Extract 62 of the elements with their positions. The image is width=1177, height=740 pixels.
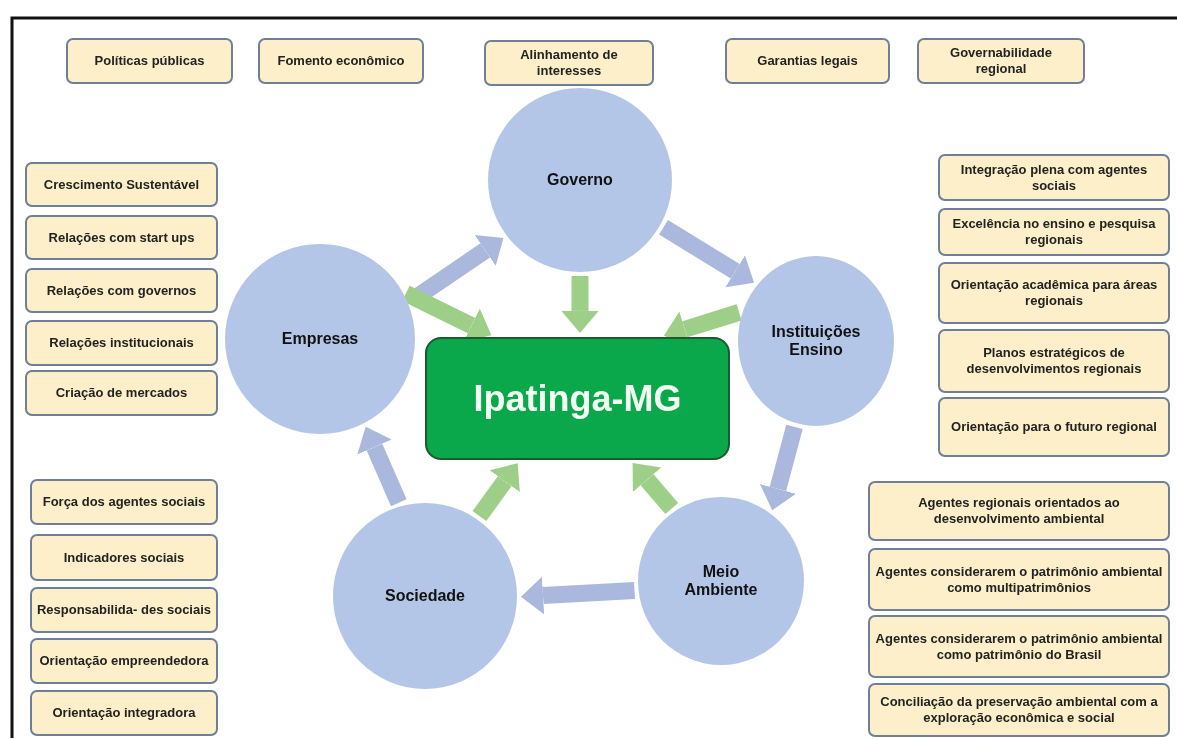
node-label: Relações com start ups xyxy=(48,229,195,246)
node-label: Sociedade xyxy=(385,587,465,605)
node-label: Empresas xyxy=(281,330,359,348)
node-label: Políticas públicas xyxy=(94,53,205,69)
attribute-card xyxy=(30,690,218,736)
node-label: Governabilidade regional xyxy=(949,45,1053,77)
node-label: Agentes regionais orientados ao desenvolvimento ambiental xyxy=(917,495,1121,527)
node-label: Crescimento Sustentável xyxy=(43,176,200,193)
attribute-card xyxy=(30,534,218,581)
node-label: Orientação empreendedora xyxy=(39,653,209,669)
block-arrow xyxy=(521,576,635,615)
attribute-card xyxy=(938,208,1170,256)
node-label: Indicadores sociais xyxy=(63,549,185,566)
attribute-card xyxy=(25,268,218,313)
block-arrow xyxy=(659,220,755,288)
node-label: Força dos agentes sociais xyxy=(42,494,206,510)
attribute-card xyxy=(725,38,890,84)
block-arrow xyxy=(759,424,803,511)
attribute-card xyxy=(938,262,1170,324)
attribute-card xyxy=(25,320,218,366)
attribute-card xyxy=(25,215,218,260)
block-arrow xyxy=(357,426,407,507)
attribute-card xyxy=(25,370,218,416)
attribute-card xyxy=(938,329,1170,393)
attribute-card xyxy=(66,38,233,84)
node-label: Excelência no ensino e pesquisa regionais xyxy=(951,216,1157,248)
node-label: Governo xyxy=(547,171,613,189)
node-label: Meio Ambiente xyxy=(683,563,759,599)
attribute-card xyxy=(258,38,424,84)
center-box xyxy=(425,337,730,460)
attribute-card xyxy=(30,638,218,684)
node-label: Orientação para o futuro regional xyxy=(951,419,1157,435)
attribute-card xyxy=(868,481,1170,541)
node-label: Conciliação da preservação ambiental com a exploração econômica e social xyxy=(879,694,1159,726)
attribute-card xyxy=(30,479,218,525)
attribute-card xyxy=(30,587,218,633)
block-arrow xyxy=(561,276,599,333)
attribute-card xyxy=(938,397,1170,457)
attribute-card xyxy=(868,615,1170,678)
node-label: Fomento econômico xyxy=(277,53,405,69)
node-label: Alinhamento de interesses xyxy=(519,47,619,79)
node-label: Responsabilida- des sociais xyxy=(36,602,212,618)
attribute-card xyxy=(25,162,218,207)
attribute-card xyxy=(484,40,654,86)
attribute-card xyxy=(938,154,1170,201)
block-arrow xyxy=(472,463,520,522)
node-label: Orientação integradora xyxy=(52,705,196,721)
attribute-card xyxy=(868,548,1170,611)
node-label: Relações com governos xyxy=(46,282,197,299)
node-label: Agentes considerarem o patrimônio ambiental como patrimônio do Brasil xyxy=(874,630,1164,663)
node-label: Garantias legais xyxy=(757,53,858,69)
node-label: Criação de mercados xyxy=(55,385,188,401)
node-label: Instituições Ensino xyxy=(770,323,862,359)
attribute-card xyxy=(917,38,1085,84)
attribute-card xyxy=(868,683,1170,737)
node-label: Orientação acadêmica para áreas regionais xyxy=(949,277,1159,309)
node-label: Relações institucionais xyxy=(49,335,194,351)
node-label: Integração plena com agentes sociais xyxy=(959,161,1149,194)
node-label: Agentes considerarem o patrimônio ambiental como multipatrimônios xyxy=(874,563,1164,596)
block-arrow xyxy=(632,463,679,515)
node-label: Planos estratégicos de desenvolvimentos regionais xyxy=(965,345,1143,377)
place-title: Ipatinga-MG xyxy=(473,377,682,420)
